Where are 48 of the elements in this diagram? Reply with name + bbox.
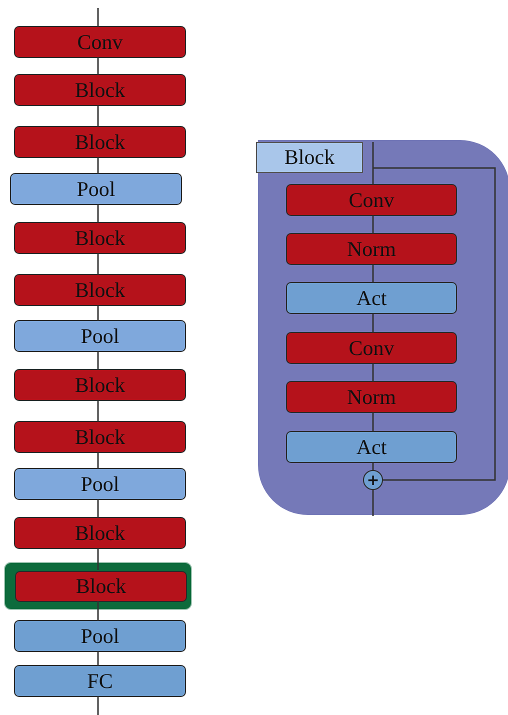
layer-box: Pool [14,468,186,500]
layer-box: Block [15,571,187,602]
sum-node: + [363,470,383,490]
layer-box: Block [14,222,186,254]
connector-line [97,601,99,620]
block-detail-panel [258,140,508,515]
block-heading: Block [256,142,363,173]
layer-box: FC [14,665,186,697]
connector-line [97,306,99,320]
layer-box: Norm [286,381,457,413]
layer-box: Conv [14,26,186,58]
connector-line [372,463,374,470]
connector-line [97,549,99,570]
layer-box: Conv [286,332,457,364]
connector-line [97,453,99,468]
connector-line [97,106,99,126]
layer-box: Pool [10,173,182,205]
connector-line [373,167,496,481]
connector-line [372,490,374,516]
connector-line [97,254,99,274]
connector-line [97,8,99,26]
connector-line [372,314,374,332]
layer-box: Pool [14,620,186,652]
connector-line [97,401,99,421]
layer-box: Block [14,369,186,401]
connector-line [97,158,99,173]
highlight-frame [4,562,192,610]
connector-line [97,500,99,517]
layer-box: Act [286,431,457,463]
connector-line [97,652,99,665]
connector-line [97,697,99,715]
layer-box: Block [14,517,186,549]
connector-line [97,58,99,74]
layer-box: Conv [286,184,457,216]
layer-box: Block [14,126,186,158]
layer-box: Act [286,282,457,314]
connector-line [97,205,99,222]
connector-line [372,216,374,233]
connector-line [372,142,374,184]
connector-line [97,352,99,369]
layer-box: Block [14,274,186,306]
layer-box: Norm [286,233,457,265]
layer-box: Block [14,421,186,453]
layer-box: Pool [14,320,186,352]
layer-box: Block [14,74,186,106]
connector-line [372,413,374,431]
connector-line [372,364,374,381]
connector-line [372,265,374,282]
